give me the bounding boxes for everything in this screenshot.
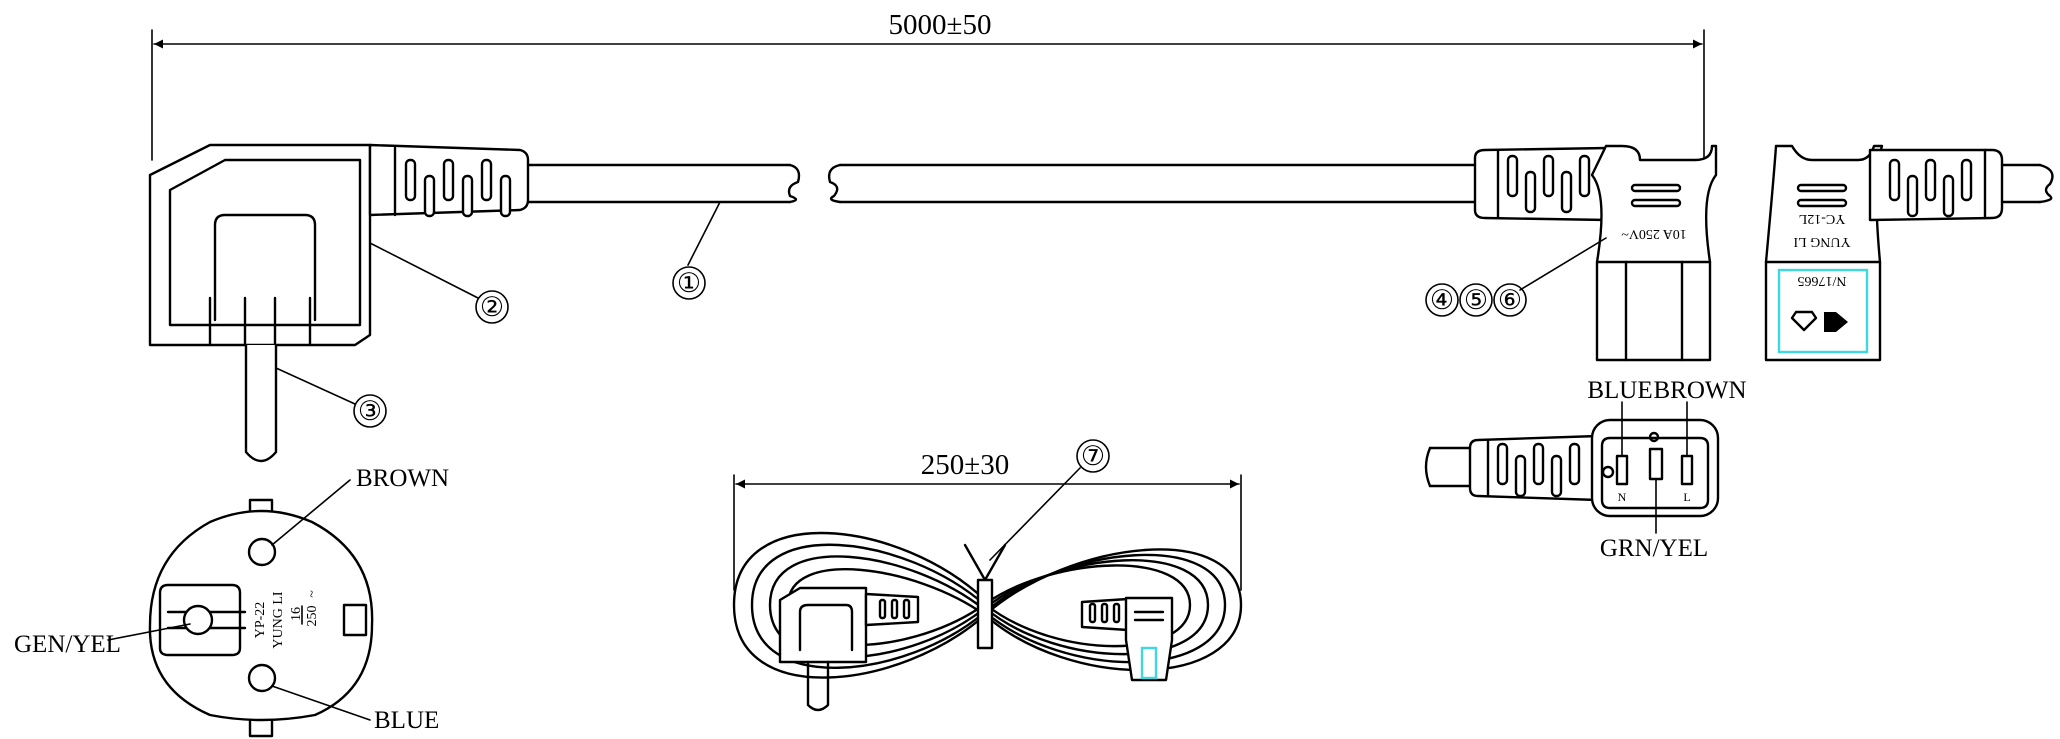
pin-l-label: L: [1683, 490, 1690, 504]
plug-blue-label: BLUE: [374, 707, 439, 734]
callout-7: ⑦: [1081, 441, 1105, 471]
connector-cert-marking: N/17665: [1798, 273, 1847, 288]
plug-volt-marking: 250: [305, 606, 320, 627]
schuko-plug-side-view: [148, 143, 530, 463]
coiled-cord-view: 250±30: [732, 449, 1243, 712]
socket-brown-label: BROWN: [1653, 377, 1746, 404]
back-relief-ribs: [1888, 148, 1987, 220]
plug-pin-brown: [247, 537, 277, 567]
callout-3: ③: [358, 396, 382, 426]
certification-label: [1777, 268, 1869, 354]
overall-length-label: 5000±50: [889, 9, 992, 41]
callout-6: ⑥: [1498, 285, 1522, 315]
plug-earth-label: GEN/YEL: [14, 631, 121, 658]
connector-relief-ribs: [1496, 148, 1591, 220]
plug-ac-marking: ~: [305, 590, 320, 598]
plug-brown-label: BROWN: [356, 465, 449, 492]
callouts: ① ② ③ ④ ⑤ ⑥ ⑦: [275, 201, 1607, 561]
plug-pin-blue: [247, 663, 277, 693]
schuko-plug-face-view: YP-22 YUNG LI 16 250 ~ BROWN GEN/YEL BLU…: [14, 465, 449, 738]
callout-1: ①: [677, 268, 701, 298]
iec-connector-side-view: 10A 250V~: [1473, 144, 1718, 362]
cable: [526, 163, 1477, 204]
plug-brand-marking: YUNG LI: [271, 591, 286, 648]
connector-brand-marking: YUNG LI: [1793, 234, 1850, 249]
connector-rating-marking: 10A 250V~: [1621, 226, 1687, 241]
connector-model-marking: YC-12L: [1799, 211, 1846, 226]
socket-earth-label: GRN/YEL: [1600, 535, 1708, 562]
plug-model-marking: YP-22: [253, 602, 268, 639]
front-relief-ribs: [1486, 438, 1581, 498]
plug-relief-ribs: [393, 146, 512, 218]
earth-symbol-icon: [1648, 431, 1660, 443]
iec-connector-back-view: YC-12L YUNG LI N/17665: [1764, 144, 2054, 362]
certification-mark-icon: [1790, 310, 1818, 332]
callout-5: ⑤: [1464, 285, 1488, 315]
callout-4: ④: [1430, 285, 1454, 315]
pin-earth: [1648, 447, 1664, 481]
pin-n-label: N: [1618, 490, 1627, 504]
coil-mini-connector: [1124, 596, 1174, 682]
callout-2: ②: [480, 292, 504, 322]
socket-blue-label: BLUE: [1587, 377, 1652, 404]
plug-earth-clip: [182, 604, 214, 636]
brand-logo-icon: [1824, 312, 1848, 332]
pin-l: [1680, 454, 1694, 486]
pin-n: [1615, 454, 1629, 486]
coil-width-label: 250±30: [921, 449, 1009, 481]
overall-length-dimension: 5000±50: [151, 9, 1705, 161]
iec-connector-front-view: N L BLUE BROWN GRN/YEL: [1424, 377, 1747, 562]
plug-amp-marking: 16: [289, 607, 304, 621]
